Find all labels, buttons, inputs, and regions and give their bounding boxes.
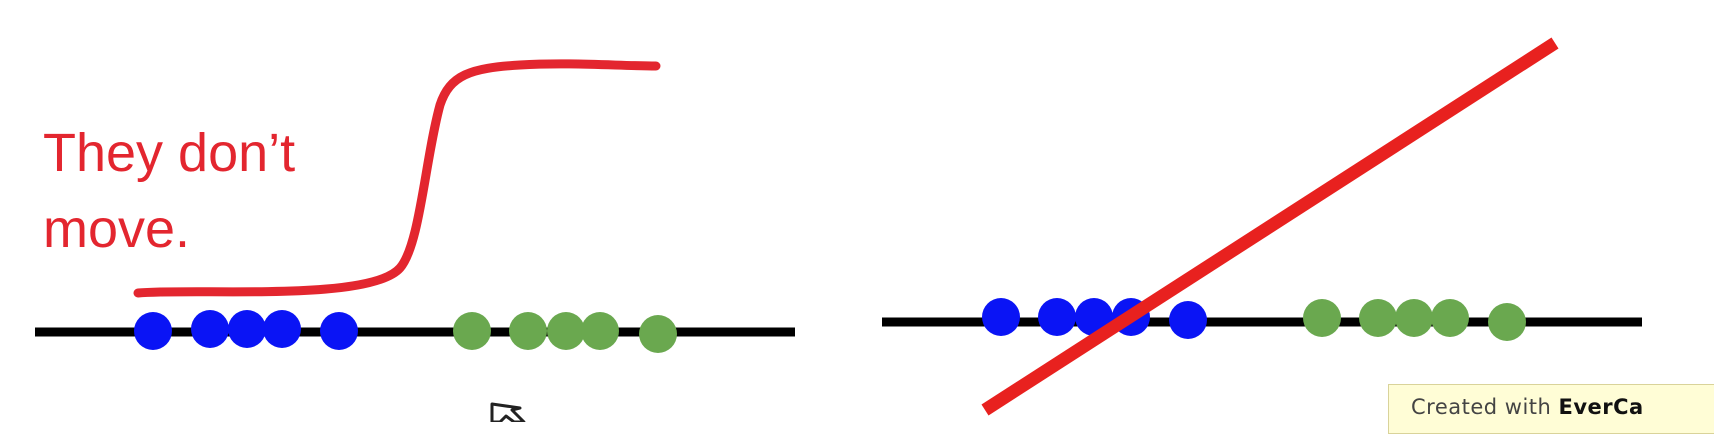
right-green-point: [1431, 299, 1469, 337]
mouse-pointer-icon: [490, 402, 526, 422]
left-green-point: [547, 312, 585, 350]
left-green-point: [581, 312, 619, 350]
sigmoid-curve: [133, 59, 661, 298]
left-blue-point: [191, 310, 229, 348]
right-green-points: [1303, 299, 1526, 341]
left-blue-point: [134, 312, 172, 350]
left-green-points: [453, 312, 677, 353]
left-blue-point: [320, 312, 358, 350]
right-blue-point: [982, 298, 1020, 336]
right-green-point: [1395, 299, 1433, 337]
left-blue-point: [228, 310, 266, 348]
left-green-point: [509, 312, 547, 350]
right-blue-point: [1038, 298, 1076, 336]
left-blue-points: [134, 310, 358, 350]
diagram-canvas: They don’t move.: [35, 37, 1642, 422]
right-panel: [882, 37, 1642, 416]
watermark-badge: Created with EverCa: [1388, 384, 1714, 434]
fitted-straight-line: [981, 37, 1559, 416]
watermark-brand: EverCa: [1558, 395, 1644, 419]
left-blue-point: [263, 310, 301, 348]
watermark-prefix: Created with: [1411, 395, 1559, 419]
right-green-point: [1359, 299, 1397, 337]
right-blue-points: [982, 298, 1207, 339]
annotation-line-2: move.: [43, 199, 190, 259]
right-green-point: [1303, 299, 1341, 337]
right-blue-point: [1169, 301, 1207, 339]
annotation-line-1: They don’t: [43, 123, 295, 183]
right-green-point: [1488, 303, 1526, 341]
left-panel: They don’t move.: [35, 59, 795, 353]
left-green-point: [453, 312, 491, 350]
left-green-point: [639, 315, 677, 353]
